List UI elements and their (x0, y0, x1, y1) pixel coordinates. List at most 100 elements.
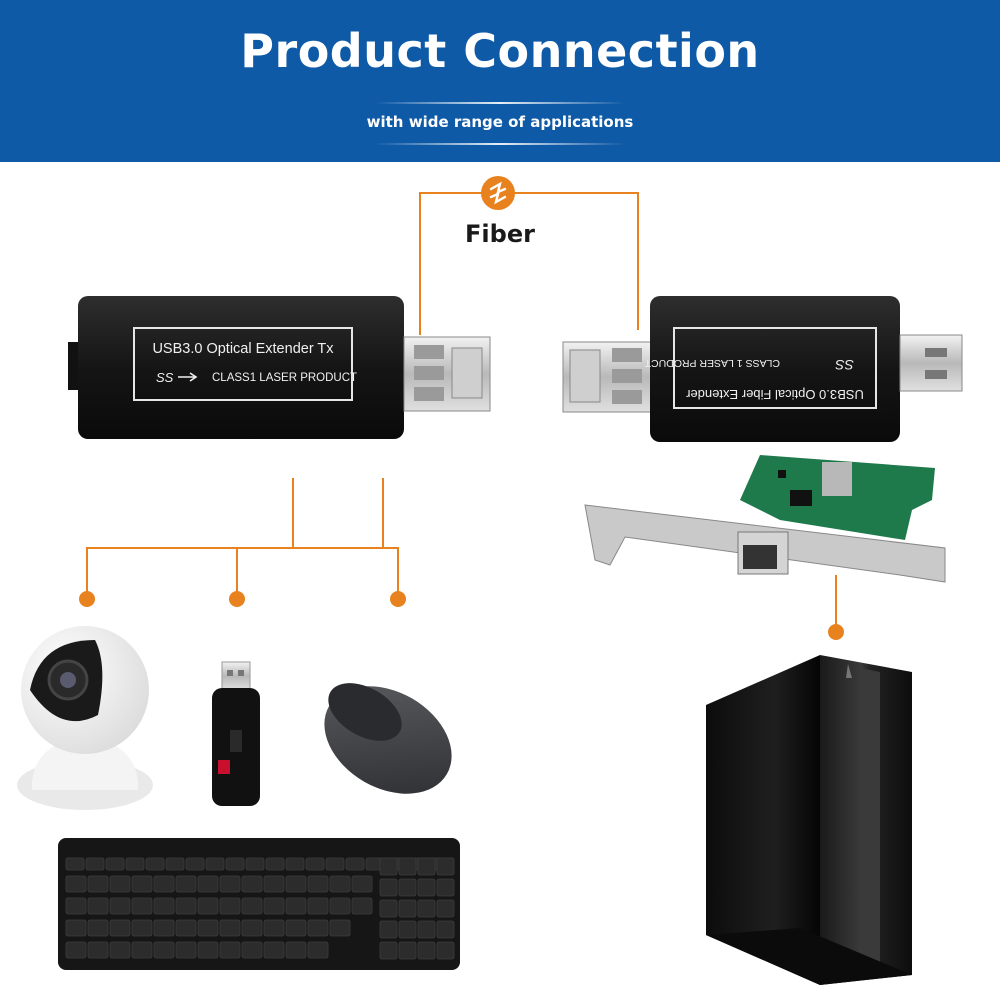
keyboard-numpad-key (436, 899, 455, 918)
keyboard-key (65, 875, 87, 893)
subtitle-divider-top (375, 102, 625, 104)
pcie-fiber-card (584, 455, 946, 583)
keyboard-key (241, 897, 263, 915)
keyboard-key (87, 941, 109, 959)
keyboard-numpad-key (436, 920, 455, 939)
keyboard-key (263, 875, 285, 893)
keyboard-key (219, 897, 241, 915)
rx-extender: USB3.0 Optical Fiber Extender SS CLASS 1… (562, 296, 963, 442)
keyboard-key (265, 857, 285, 871)
keyboard-key (241, 941, 263, 959)
keyboard-key (307, 919, 329, 937)
header-banner: Product Connection with wide range of ap… (0, 0, 1000, 162)
rx-ss-logo: SS (835, 357, 854, 373)
keyboard-key (219, 875, 241, 893)
keyboard-key (131, 897, 153, 915)
keyboard-numpad-key (379, 878, 398, 897)
keyboard-key (65, 857, 85, 871)
keyboard-key (165, 857, 185, 871)
keyboard-key (219, 941, 241, 959)
peripheral-connectors (86, 478, 837, 632)
keyboard-key (241, 919, 263, 937)
keyboard-key (329, 919, 351, 937)
tx-model-label: USB3.0 Optical Extender Tx (152, 341, 334, 357)
fiber-link (419, 192, 639, 335)
security-camera (17, 626, 153, 810)
keyboard-key (345, 857, 365, 871)
keyboard-key (87, 919, 109, 937)
keyboard-key (131, 875, 153, 893)
keyboard-key (307, 897, 329, 915)
keyboard-key (285, 919, 307, 937)
keyboard-numpad-key (398, 878, 417, 897)
keyboard-key (245, 857, 265, 871)
keyboard-key (65, 897, 87, 915)
keyboard-key (145, 857, 165, 871)
keyboard-key (175, 919, 197, 937)
tx-laser-label: CLASS1 LASER PRODUCT (212, 372, 357, 384)
keyboard-numpad-key (398, 920, 417, 939)
fiber-label: Fiber (465, 220, 535, 248)
keyboard-key (263, 919, 285, 937)
keyboard-key (263, 941, 285, 959)
keyboard-key (325, 857, 345, 871)
keyboard-key (87, 897, 109, 915)
keyboard (58, 838, 460, 970)
keyboard-key (219, 919, 241, 937)
keyboard-key (109, 897, 131, 915)
keyboard-key (85, 857, 105, 871)
keyboard-key (307, 941, 329, 959)
keyboard-key (197, 897, 219, 915)
subtitle-divider-bottom (375, 143, 625, 145)
page-subtitle: with wide range of applications (366, 113, 634, 131)
keyboard-key (125, 857, 145, 871)
keyboard-numpad-key (436, 941, 455, 960)
keyboard-key (205, 857, 225, 871)
desktop-pc-tower (706, 655, 912, 985)
keyboard-numpad-key (417, 899, 436, 918)
keyboard-numpad-key (398, 899, 417, 918)
keyboard-numpad-key (398, 941, 417, 960)
mouse (324, 683, 452, 794)
keyboard-key (109, 941, 131, 959)
keyboard-key (87, 875, 109, 893)
keyboard-key (285, 897, 307, 915)
keyboard-numpad-key (379, 941, 398, 960)
keyboard-key (65, 941, 87, 959)
keyboard-key (329, 875, 351, 893)
keyboard-key (153, 941, 175, 959)
tx-ss-logo: SS (156, 370, 174, 385)
keyboard-key (305, 857, 325, 871)
keyboard-key (153, 919, 175, 937)
keyboard-key (65, 919, 87, 937)
keyboard-key (175, 875, 197, 893)
keyboard-key (307, 875, 329, 893)
tx-extender: USB3.0 Optical Extender Tx SS CLASS1 LAS… (68, 296, 491, 439)
keyboard-numpad-key (436, 857, 455, 876)
keyboard-key (153, 875, 175, 893)
keyboard-key (329, 897, 351, 915)
keyboard-key (351, 897, 373, 915)
page-title: Product Connection (240, 24, 760, 78)
keyboard-key (153, 897, 175, 915)
keyboard-numpad-key (379, 920, 398, 939)
keyboard-key (285, 857, 305, 871)
connector-dots (79, 591, 844, 640)
keyboard-key (105, 857, 125, 871)
keyboard-key (285, 941, 307, 959)
keyboard-key (263, 897, 285, 915)
keyboard-key (285, 875, 307, 893)
keyboard-key (225, 857, 245, 871)
keyboard-key (131, 941, 153, 959)
keyboard-key (351, 875, 373, 893)
keyboard-key (175, 897, 197, 915)
keyboard-key (197, 941, 219, 959)
keyboard-numpad-key (379, 899, 398, 918)
keyboard-numpad-key (417, 920, 436, 939)
keyboard-key (175, 941, 197, 959)
keyboard-key (185, 857, 205, 871)
keyboard-numpad-key (379, 857, 398, 876)
fiber-icon (481, 176, 515, 210)
rx-laser-label: CLASS 1 LASER PRODUCT (644, 357, 780, 369)
